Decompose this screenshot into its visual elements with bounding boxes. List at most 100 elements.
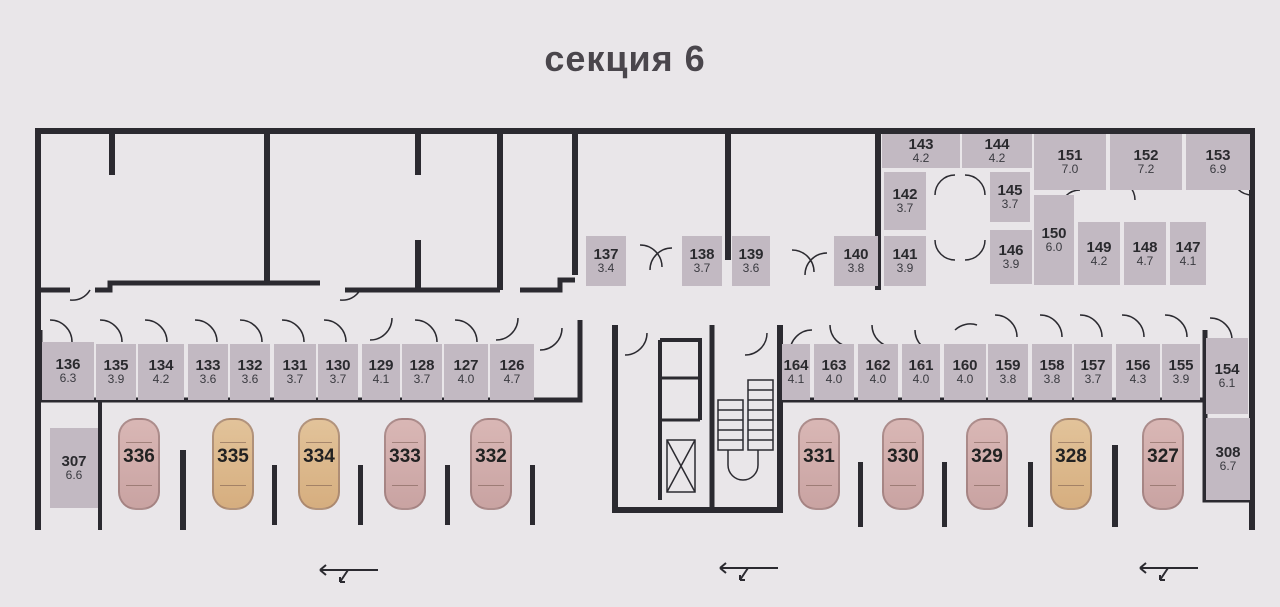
room-number: 135 [103,357,129,374]
room-number: 161 [908,357,934,374]
room-number: 127 [453,357,479,374]
parking-spot-number: 327 [1147,446,1179,467]
room-number: 146 [998,242,1024,259]
room-area: 4.0 [912,372,930,386]
room-number: 307 [61,453,87,470]
room-area: 6.9 [1209,162,1227,176]
room-number: 158 [1039,357,1065,374]
room-number: 308 [1215,444,1241,461]
parking-spot-car-icon[interactable] [384,418,426,510]
room-area: 4.0 [869,372,887,386]
room-number: 154 [1214,361,1240,378]
direction-arrow-icon [319,564,378,583]
room-number: 129 [368,357,394,374]
room-number: 150 [1041,225,1067,242]
room-number: 160 [952,357,978,374]
room-area: 4.2 [152,372,170,386]
parking-spot-car-icon[interactable] [470,418,512,510]
parking-spot-car-icon[interactable] [118,418,160,510]
room-area: 3.8 [1043,372,1061,386]
room-area: 4.2 [912,151,930,165]
room-area: 4.0 [956,372,974,386]
room-area: 3.7 [329,372,347,386]
parking-spot-number: 333 [389,446,421,467]
parking-dividers [180,445,1118,530]
room-number: 142 [892,186,918,203]
room-area: 3.4 [597,261,615,275]
room-number: 144 [984,136,1010,153]
parking-spot-number: 334 [303,446,335,467]
room-area: 4.1 [787,372,805,386]
room-area: 4.1 [1179,253,1197,268]
parking-spot-car-icon[interactable] [1142,418,1184,510]
parking-spot-car-icon[interactable] [882,418,924,510]
parking-spot-car-icon[interactable] [798,418,840,510]
room-number: 151 [1057,147,1083,164]
parking-spot-car-icon[interactable] [212,418,254,510]
room-number: 140 [843,246,869,263]
room-area: 7.2 [1137,162,1155,176]
room-number: 152 [1133,147,1159,164]
room-number: 153 [1205,147,1231,164]
room-area: 3.7 [1001,197,1019,211]
room-area: 4.2 [988,151,1006,165]
room-area: 4.7 [503,372,521,386]
section-title: секция 6 [544,38,706,79]
room-area: 4.0 [457,372,475,386]
parking-spot-number: 330 [887,446,919,467]
room-number: 132 [237,357,263,374]
room-area: 3.9 [1172,372,1190,386]
parking-spot-car-icon[interactable] [298,418,340,510]
parking-spot-car-icon[interactable] [1050,418,1092,510]
parking-spot-car-icon[interactable] [966,418,1008,510]
room-area: 6.7 [1219,459,1237,473]
room-number: 148 [1132,238,1158,256]
room-number: 156 [1125,357,1151,374]
room-area: 7.0 [1061,162,1079,176]
parking-spot-number: 336 [123,446,155,467]
room-area: 3.9 [107,372,125,386]
